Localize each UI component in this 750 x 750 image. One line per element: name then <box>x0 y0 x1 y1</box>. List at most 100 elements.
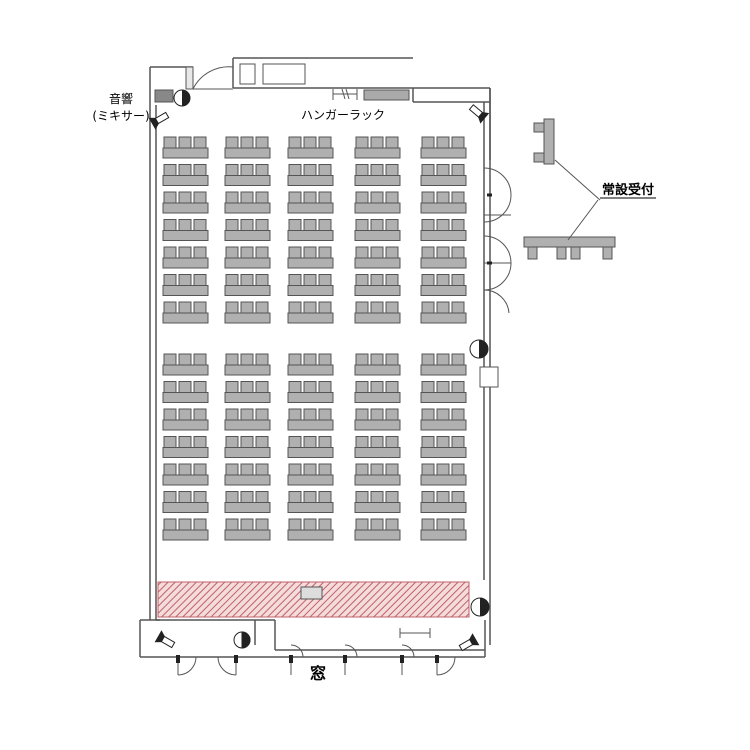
chair <box>370 301 384 314</box>
chair <box>288 274 302 286</box>
chair <box>355 491 369 503</box>
chair <box>318 491 332 503</box>
desk <box>354 419 401 431</box>
chair <box>303 381 317 393</box>
chair <box>193 518 207 531</box>
desk-unit <box>224 301 271 324</box>
desk-unit <box>162 219 209 241</box>
chair <box>436 518 450 531</box>
chair <box>240 136 254 149</box>
sound-label-1: 音響 <box>109 91 133 106</box>
chair <box>451 408 465 421</box>
chair <box>385 491 399 503</box>
chair <box>255 518 269 531</box>
chair <box>370 491 384 503</box>
chair <box>225 164 239 176</box>
chair <box>225 246 239 259</box>
chair <box>370 408 384 421</box>
chair <box>451 164 465 176</box>
chair <box>225 463 239 476</box>
chair <box>240 191 254 204</box>
chair <box>355 246 369 259</box>
desk-unit <box>224 518 271 541</box>
chair <box>436 381 450 393</box>
desk <box>354 175 401 186</box>
chair <box>163 301 177 314</box>
chair <box>288 353 302 366</box>
chair <box>421 301 435 314</box>
chair <box>318 408 332 421</box>
window-label: 窓 <box>310 664 326 683</box>
hanger-rack <box>332 88 410 101</box>
desk <box>162 529 209 541</box>
chair <box>240 164 254 176</box>
chair <box>178 219 192 231</box>
chair <box>451 274 465 286</box>
desk-unit <box>287 381 334 403</box>
chair <box>178 164 192 176</box>
desk-unit <box>162 518 209 541</box>
desk-unit <box>420 381 467 403</box>
desk <box>420 502 467 513</box>
chair <box>288 518 302 531</box>
reception-pointer <box>554 159 601 241</box>
desk <box>354 202 401 214</box>
chair <box>421 191 435 204</box>
desk-unit <box>287 274 334 296</box>
desk-unit <box>162 408 209 431</box>
chair <box>178 518 192 531</box>
chair <box>288 219 302 231</box>
chair <box>193 463 207 476</box>
chair <box>318 381 332 393</box>
desk <box>354 502 401 513</box>
chair <box>288 436 302 448</box>
chair <box>163 136 177 149</box>
desk-unit <box>354 191 401 214</box>
chair <box>436 136 450 149</box>
desk <box>224 257 271 269</box>
desk-unit <box>354 408 401 431</box>
desk <box>162 257 209 269</box>
chair <box>255 246 269 259</box>
desk-unit <box>354 136 401 159</box>
desk-unit <box>420 353 467 376</box>
desk-unit <box>224 191 271 214</box>
chair <box>193 164 207 176</box>
desk <box>224 285 271 296</box>
chair <box>385 274 399 286</box>
chair <box>255 136 269 149</box>
right-doors <box>483 167 512 314</box>
desk <box>354 147 401 159</box>
chair <box>421 353 435 366</box>
chair <box>421 436 435 448</box>
desk <box>420 364 467 376</box>
desk <box>162 474 209 486</box>
chair <box>370 518 384 531</box>
chair <box>163 381 177 393</box>
chair <box>370 463 384 476</box>
desk <box>162 147 209 159</box>
chair <box>193 491 207 503</box>
desk <box>287 447 334 458</box>
chair <box>355 381 369 393</box>
chair <box>193 191 207 204</box>
chair <box>421 463 435 476</box>
desk <box>420 474 467 486</box>
desk-unit <box>224 219 271 241</box>
chair <box>451 301 465 314</box>
desk-unit <box>354 164 401 186</box>
chair <box>225 191 239 204</box>
chair <box>240 353 254 366</box>
desk <box>420 312 467 324</box>
desk <box>420 147 467 159</box>
chair <box>318 301 332 314</box>
reception-desk <box>523 118 616 260</box>
desk-unit <box>162 381 209 403</box>
desk <box>287 312 334 324</box>
chair <box>178 191 192 204</box>
desk-unit <box>287 164 334 186</box>
chair <box>355 353 369 366</box>
right-wall-devices <box>469 339 499 617</box>
chair <box>288 164 302 176</box>
desk-unit <box>162 353 209 376</box>
